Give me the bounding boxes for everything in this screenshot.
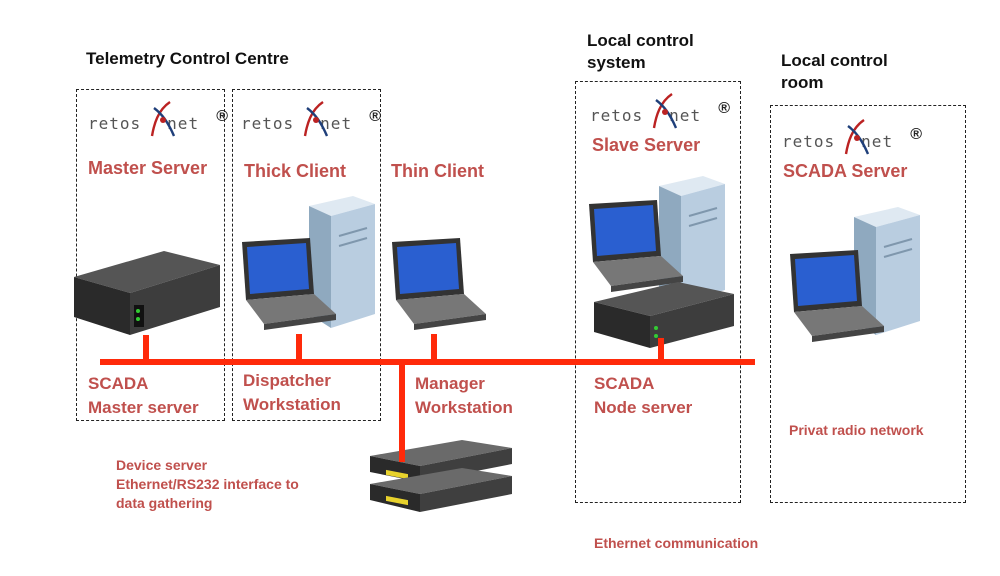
label-ethernet-communication: Ethernet communication (594, 535, 759, 551)
heading-local-control-room: Local control room (781, 51, 888, 92)
label-manager-workstation: Manager Workstation (415, 374, 513, 417)
group-master-server (76, 89, 225, 421)
label-privat-radio-network: Privat radio network (789, 422, 924, 438)
label-slave-server: Slave Server (592, 135, 701, 155)
heading-telemetry-control-centre: Telemetry Control Centre (86, 49, 289, 68)
label-device-server: Device server Ethernet/RS232 interface t… (116, 457, 299, 511)
label-thick-client: Thick Client (244, 161, 347, 181)
device-server-icon (370, 440, 512, 512)
laptop-icon (790, 250, 884, 342)
rack-server-icon (74, 251, 220, 335)
label-thin-client: Thin Client (391, 161, 484, 181)
group-thick-client (232, 89, 381, 421)
laptop-icon (242, 238, 336, 330)
rack-server-icon (594, 282, 734, 348)
drop-line (296, 334, 302, 361)
drop-line-device-server (399, 362, 405, 462)
drop-line (143, 335, 149, 361)
group-local-control-system (575, 81, 741, 503)
group-local-control-room (770, 105, 966, 503)
label-scada-node-server: SCADA Node server (594, 374, 693, 417)
heading-local-control-system: Local control system (587, 31, 694, 72)
label-master-server: Master Server (88, 158, 208, 178)
ethernet-bus-line (100, 359, 755, 365)
laptop-icon (589, 200, 683, 292)
drop-line (431, 334, 437, 361)
label-dispatcher-workstation: Dispatcher Workstation (243, 371, 341, 414)
laptop-icon (392, 238, 486, 330)
label-scada-master-server: SCADA Master server (88, 374, 199, 417)
label-scada-server: SCADA Server (783, 161, 908, 181)
drop-line (658, 338, 664, 361)
